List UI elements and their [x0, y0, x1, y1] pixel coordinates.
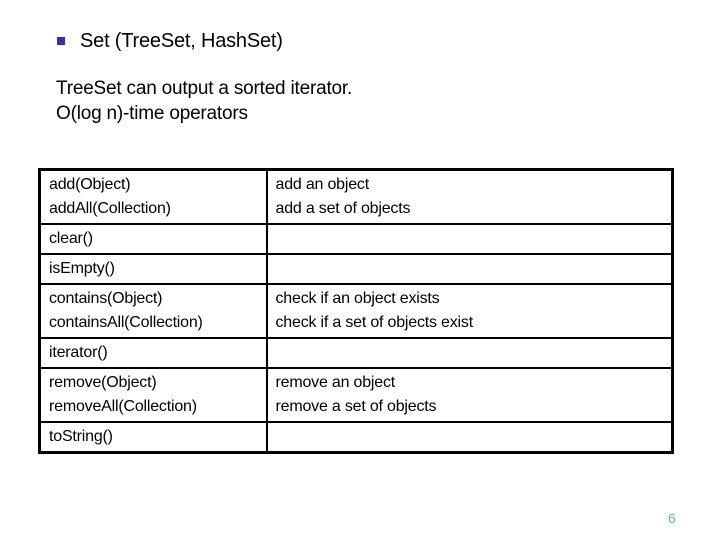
method-cell: isEmpty() [38, 253, 268, 285]
description-cell [265, 253, 674, 285]
description-cell: add an object add a set of objects [265, 168, 674, 225]
table-row: remove(Object) removeAll(Collection) rem… [38, 367, 674, 423]
method-cell: iterator() [38, 337, 268, 369]
slide-bullet-item: Set (TreeSet, HashSet) [57, 29, 283, 53]
method-cell: toString() [38, 421, 268, 454]
description-cell: remove an object remove a set of objects [265, 367, 674, 423]
set-api-table: add(Object) addAll(Collection) add an ob… [38, 168, 674, 454]
table-row: contains(Object) containsAll(Collection)… [38, 283, 674, 339]
page-number: 6 [668, 510, 676, 526]
table-row: clear() [38, 223, 674, 255]
table-row: toString() [38, 421, 674, 454]
description-cell: check if an object exists check if a set… [265, 283, 674, 339]
table-row: isEmpty() [38, 253, 674, 285]
description-cell [265, 337, 674, 369]
method-cell: add(Object) addAll(Collection) [38, 168, 268, 225]
description-cell [265, 421, 674, 454]
description-cell [265, 223, 674, 255]
table-row: iterator() [38, 337, 674, 369]
slide-subtitle: TreeSet can output a sorted iterator. O(… [56, 78, 353, 124]
bullet-item-label: Set (TreeSet, HashSet) [80, 30, 283, 52]
method-cell: clear() [38, 223, 268, 255]
table-row: add(Object) addAll(Collection) add an ob… [38, 168, 674, 225]
method-cell: contains(Object) containsAll(Collection) [38, 283, 268, 339]
method-cell: remove(Object) removeAll(Collection) [38, 367, 268, 423]
bullet-square-icon [57, 37, 65, 45]
